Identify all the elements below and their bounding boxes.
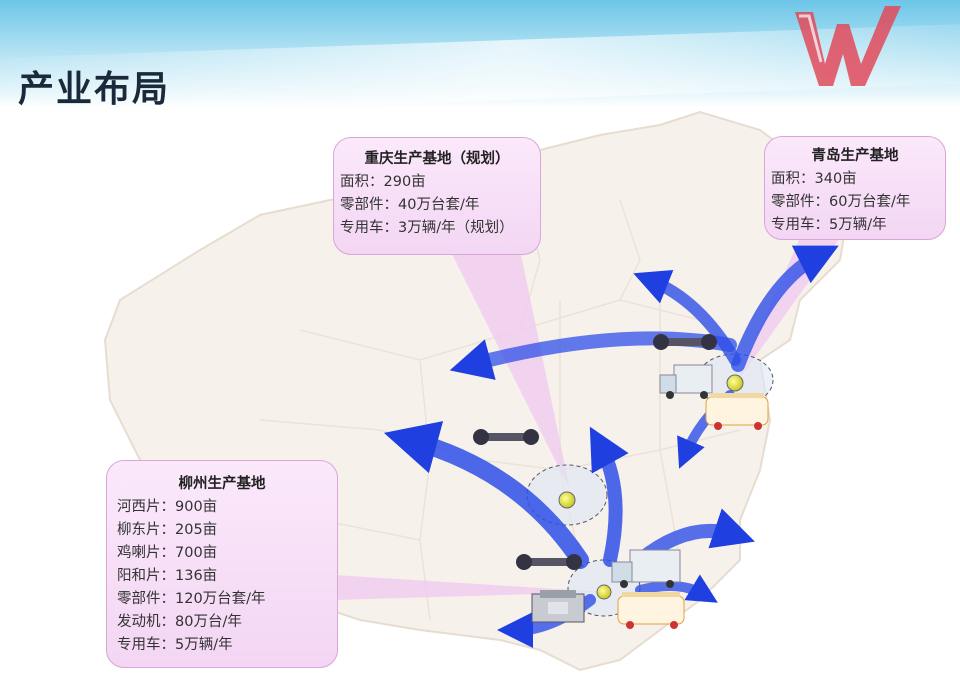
- base-detail: 发动机：80万台/年: [117, 614, 242, 630]
- base-detail: 鸡喇片：700亩: [117, 545, 218, 561]
- base-marker-qingdao: [726, 374, 744, 392]
- base-name: 青岛生产基地: [811, 148, 899, 164]
- page-title: 产业布局: [18, 69, 171, 108]
- arrow-lz-northwest: [383, 421, 589, 569]
- base-marker-liuzhou: [596, 584, 612, 600]
- callout-liuzhou: 柳州生产基地 河西片：900亩 柳东片：205亩 鸡喇片：700亩 阳和片：13…: [106, 460, 338, 668]
- base-marker-chongqing: [558, 491, 576, 509]
- base-detail: 柳东片：205亩: [117, 522, 218, 538]
- sightseeing-cart-icon: [617, 592, 685, 629]
- base-detail: 面积：290亩: [340, 174, 426, 190]
- arrow-lz-southeast: [635, 574, 718, 603]
- base-detail: 面积：340亩: [771, 171, 857, 187]
- base-detail: 专用车：3万辆/年（规划）: [340, 220, 514, 236]
- arrow-qd-ne: [731, 245, 839, 372]
- axle-icon: [653, 334, 717, 350]
- truck-icon: [611, 549, 681, 588]
- base-detail: 零部件：40万台套/年: [340, 197, 480, 213]
- callout-chongqing: 重庆生产基地（规划） 面积：290亩 零部件：40万台套/年 专用车：3万辆/年…: [333, 137, 541, 255]
- base-detail: 河西片：900亩: [117, 499, 218, 515]
- arrow-lz-north: [589, 426, 629, 567]
- truck-icon: [659, 364, 713, 399]
- engine-icon: [531, 590, 585, 623]
- base-detail: 零部件：60万台套/年: [771, 194, 911, 210]
- arrow-qd-north: [633, 269, 741, 366]
- callout-pointer-chongqing: [450, 250, 570, 490]
- callout-qingdao: 青岛生产基地 面积：340亩 零部件：60万台套/年 专用车：5万辆/年: [764, 136, 946, 240]
- sightseeing-cart-icon: [705, 393, 769, 430]
- axle-icon: [516, 554, 582, 570]
- base-name: 柳州生产基地: [178, 476, 266, 492]
- base-detail: 阳和片：136亩: [117, 568, 218, 584]
- base-detail: 零部件：120万台套/年: [117, 591, 266, 607]
- base-name: 重庆生产基地（规划）: [364, 151, 510, 167]
- brand-logo-icon: [795, 6, 901, 86]
- base-detail: 专用车：5万辆/年: [117, 637, 233, 653]
- base-detail: 专用车：5万辆/年: [771, 217, 887, 233]
- axle-icon: [473, 429, 539, 445]
- header-banner: 产业布局: [0, 0, 960, 108]
